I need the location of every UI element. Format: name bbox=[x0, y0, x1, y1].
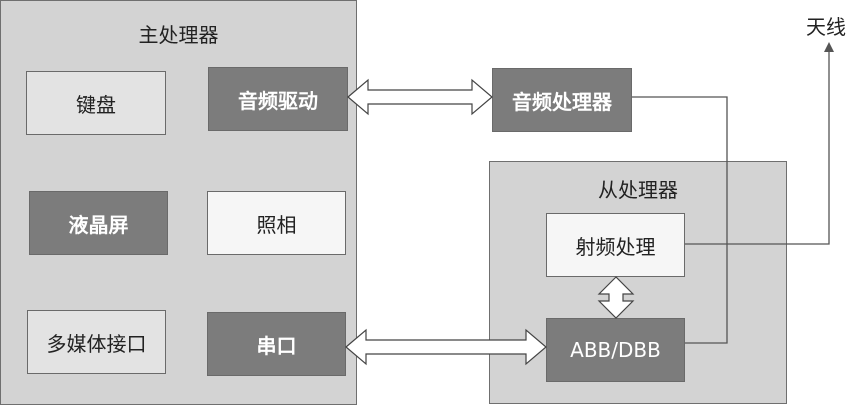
multimedia-interface-module: 多媒体接口 bbox=[27, 310, 166, 374]
abb-dbb-module: ABB/DBB bbox=[546, 318, 685, 382]
rf-baseband-double-arrow bbox=[597, 276, 635, 319]
slave-processor-title: 从处理器 bbox=[598, 178, 678, 202]
camera-module: 照相 bbox=[207, 191, 346, 255]
main-processor-title: 主处理器 bbox=[138, 23, 219, 47]
audio-processor-box: 音频处理器 bbox=[492, 68, 632, 132]
audio-double-arrow bbox=[347, 78, 493, 116]
serial-port-module: 串口 bbox=[207, 312, 346, 376]
keyboard-module: 键盘 bbox=[26, 71, 166, 135]
audio-driver-module: 音频驱动 bbox=[208, 67, 348, 131]
serial-double-arrow bbox=[345, 328, 547, 366]
lcd-module: 液晶屏 bbox=[29, 191, 168, 255]
antenna-label: 天线 bbox=[806, 15, 846, 39]
rf-processing-module: 射频处理 bbox=[546, 213, 685, 277]
audio-to-baseband-line bbox=[632, 96, 728, 344]
rf-to-antenna-line bbox=[685, 42, 834, 245]
